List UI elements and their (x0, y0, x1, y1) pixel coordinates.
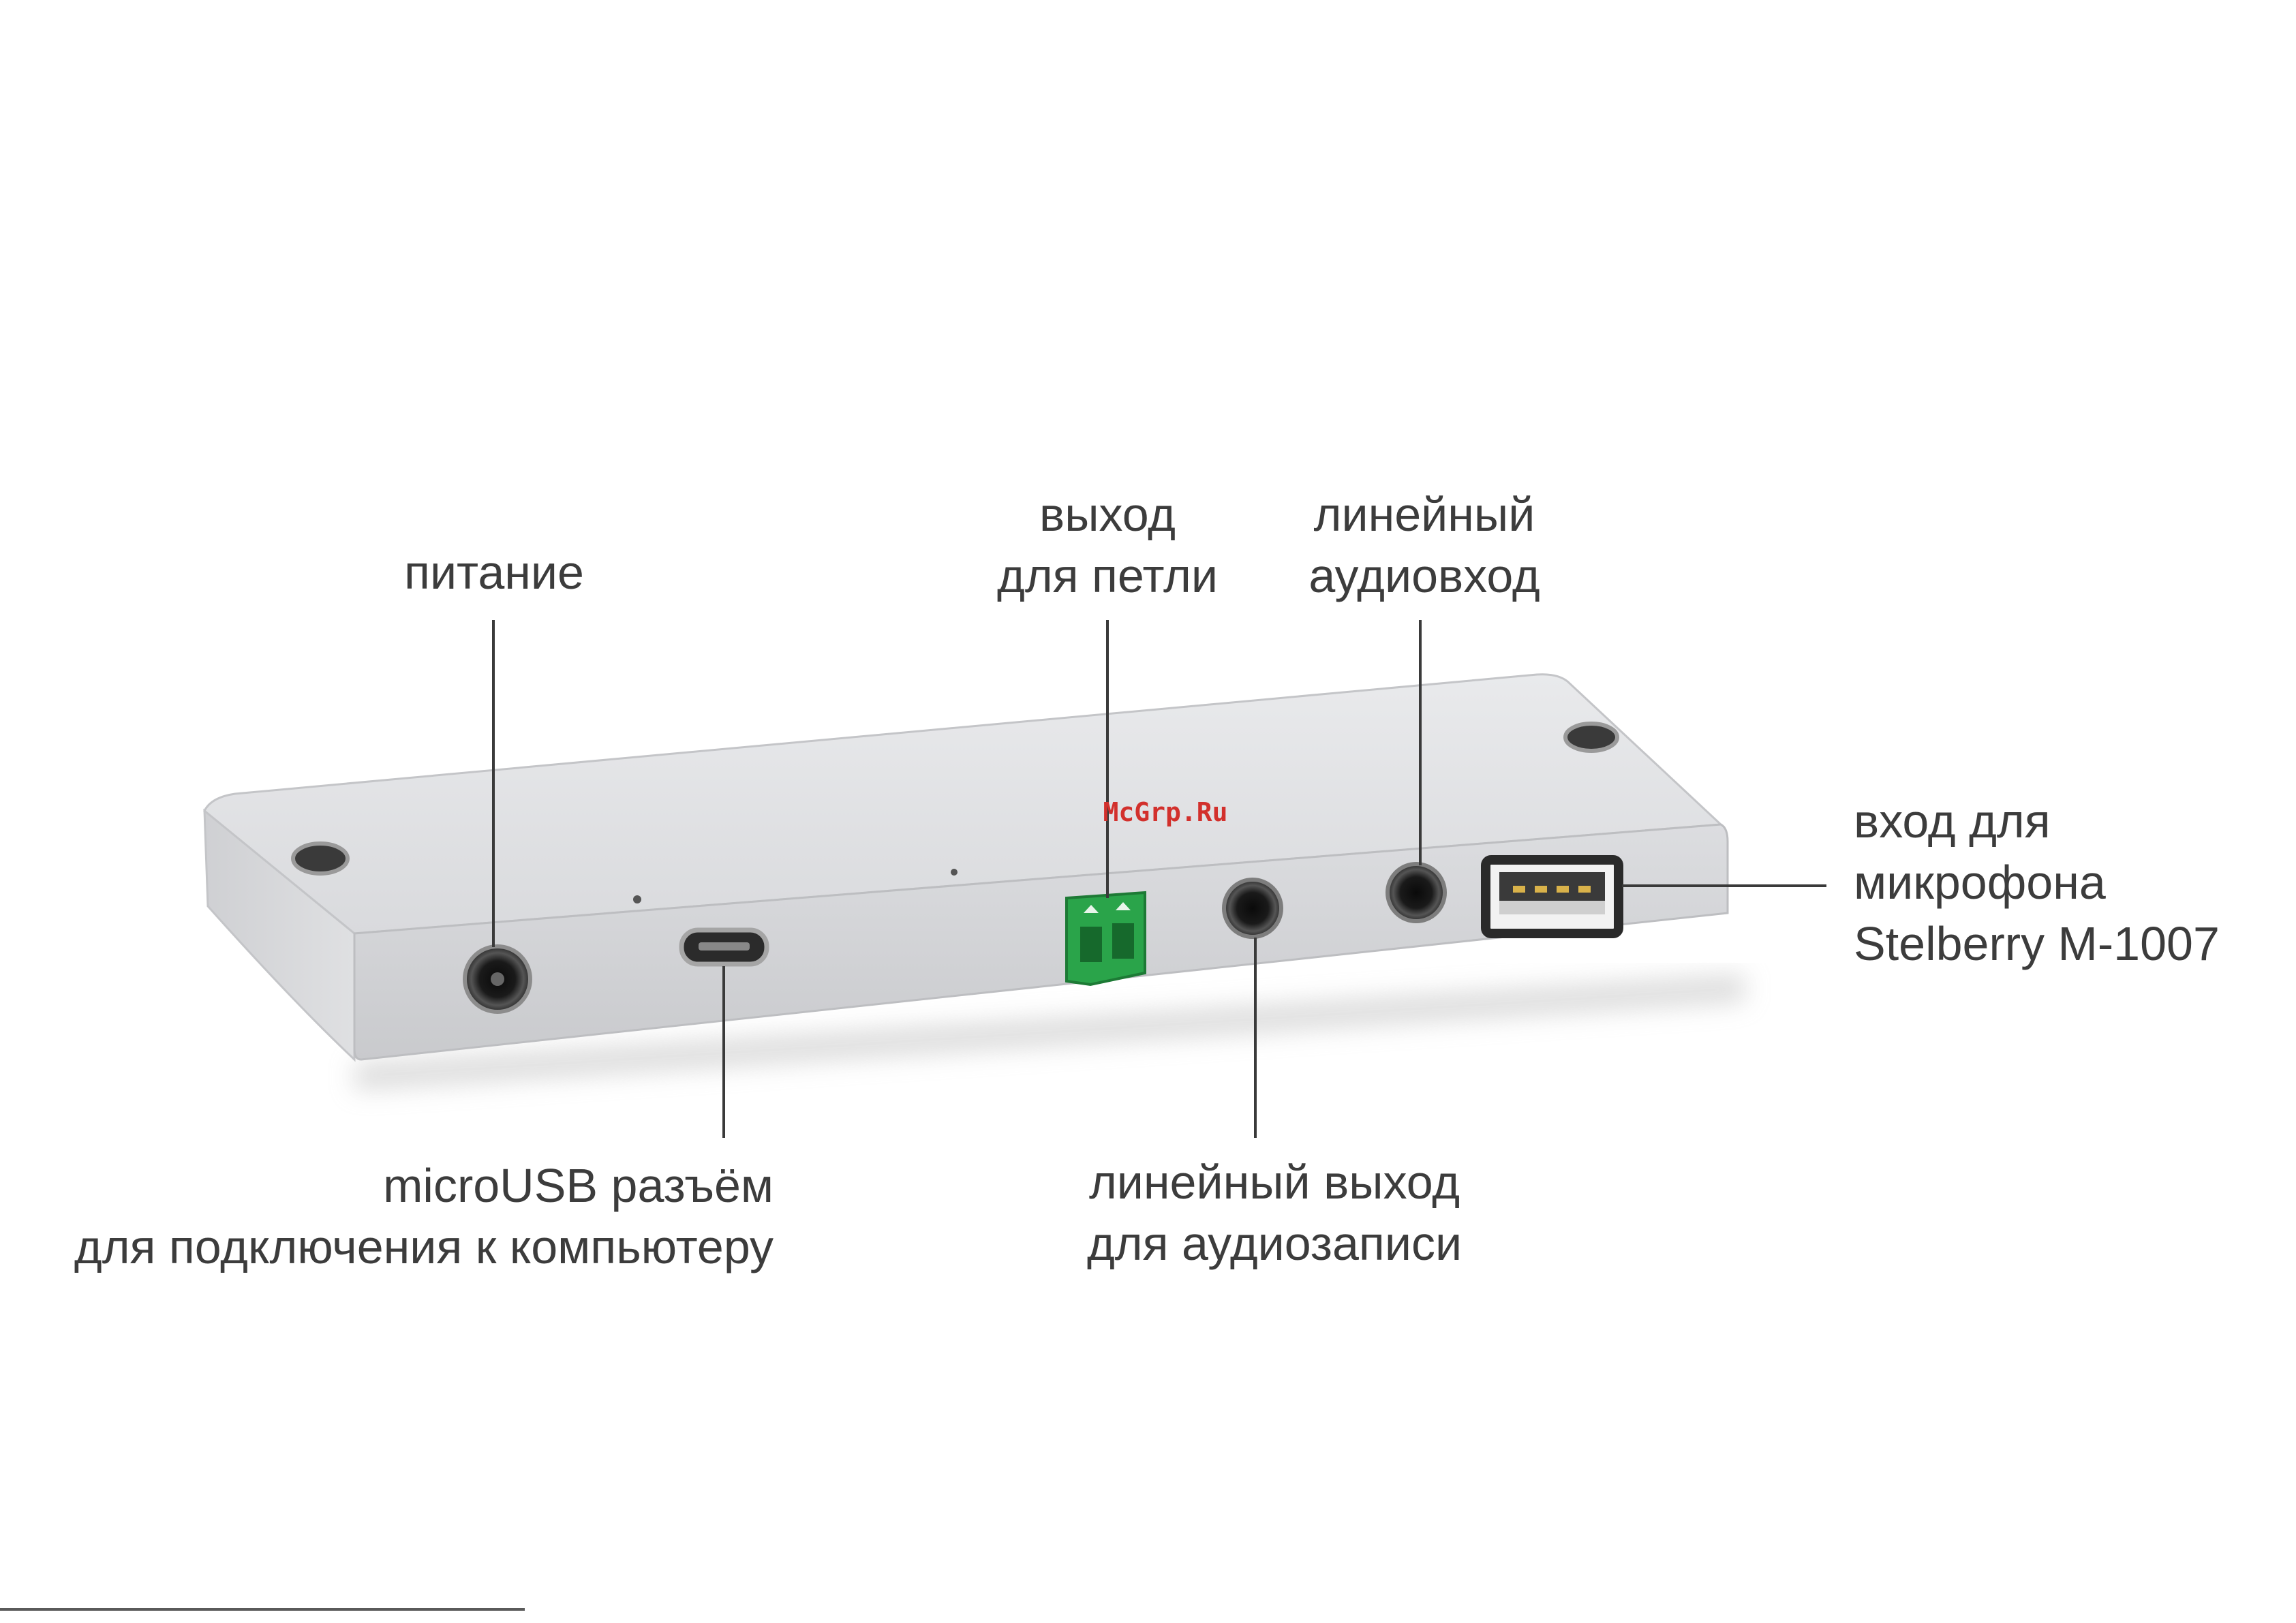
label-line-output-line1: линейный выход (1063, 1151, 1486, 1213)
label-mic-input-line2: микрофона (1854, 852, 2263, 913)
label-microusb-line2: для подключения к компьютеру (20, 1216, 774, 1278)
microusb-port-inner (699, 942, 750, 950)
label-microusb-line1: microUSB разъём (20, 1155, 774, 1216)
mounting-hole-left (293, 844, 348, 874)
watermark: McGrp.Ru (1090, 797, 1240, 827)
label-loop-output-line1: выход (954, 484, 1261, 545)
label-line-input-line1: линейный (1268, 484, 1581, 545)
power-jack-pin (491, 972, 504, 986)
label-mic-input-line1: вход для (1854, 790, 2263, 852)
label-power: питание (368, 542, 620, 603)
usb-a-tongue (1499, 901, 1605, 914)
mounting-hole-right (1565, 724, 1617, 751)
label-mic-input: вход для микрофона Stelberry M-1007 (1854, 790, 2263, 974)
label-mic-input-line3: Stelberry M-1007 (1854, 913, 2263, 974)
led-indicator (633, 895, 641, 903)
usb-a-contact (1557, 886, 1569, 893)
line-output-jack (1224, 880, 1281, 937)
label-loop-output-line2: для петли (954, 545, 1261, 606)
label-line-output: линейный выход для аудиозаписи (1063, 1151, 1486, 1274)
terminal-slot (1112, 923, 1134, 959)
led-indicator (951, 869, 958, 876)
usb-a-contact (1578, 886, 1591, 893)
usb-a-contact (1513, 886, 1525, 893)
usb-a-contact (1535, 886, 1547, 893)
label-power-text: питание (368, 542, 620, 603)
label-loop-output: выход для петли (954, 484, 1261, 606)
label-line-input-line2: аудиовход (1268, 545, 1581, 606)
label-line-input: линейный аудиовход (1268, 484, 1581, 606)
label-microusb: microUSB разъём для подключения к компью… (20, 1155, 774, 1278)
label-line-output-line2: для аудиозаписи (1063, 1213, 1486, 1274)
footer-rule (0, 1608, 525, 1611)
line-input-jack (1388, 864, 1445, 921)
terminal-slot (1080, 927, 1102, 962)
